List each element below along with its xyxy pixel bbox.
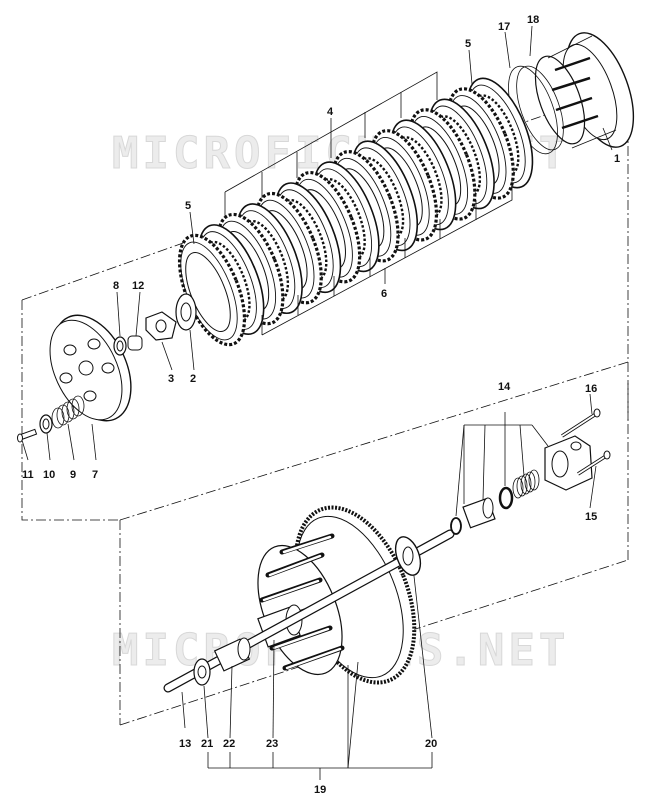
spring-9 <box>51 395 85 429</box>
label-10: 10 <box>43 469 55 481</box>
pressure-plate <box>49 314 132 422</box>
clutch-housing <box>534 32 635 149</box>
clutch-plate-stack <box>177 77 534 347</box>
label-5-upper: 5 <box>465 38 471 50</box>
label-14: 14 <box>498 381 511 393</box>
bolt-15 <box>577 450 611 476</box>
slave-cylinder-body <box>544 435 593 491</box>
label-15: 15 <box>585 511 597 523</box>
part-labels: 1 2 3 4 5 5 6 7 8 9 10 11 12 13 14 15 16… <box>22 14 620 796</box>
label-16: 16 <box>585 383 597 395</box>
washer-21 <box>193 658 211 686</box>
label-18: 18 <box>527 14 539 26</box>
label-1: 1 <box>614 153 620 165</box>
label-13: 13 <box>179 738 191 750</box>
leader-lines <box>21 25 613 780</box>
o-ring-18 <box>516 65 564 151</box>
washer-2 <box>175 293 197 331</box>
bolt-16 <box>561 408 601 438</box>
label-12: 12 <box>132 280 144 292</box>
label-5-lower: 5 <box>185 200 191 212</box>
label-6: 6 <box>381 288 387 300</box>
spring-cup-10 <box>39 414 53 434</box>
label-2: 2 <box>190 373 196 385</box>
label-20: 20 <box>425 738 437 750</box>
clutch-basket-gear <box>257 505 417 685</box>
label-19: 19 <box>314 784 326 796</box>
label-4: 4 <box>327 106 334 118</box>
nut-3 <box>145 311 177 341</box>
label-8: 8 <box>113 280 119 292</box>
washer-20 <box>394 536 422 576</box>
seal-ring <box>450 517 462 535</box>
piston <box>462 497 496 529</box>
piston-seal <box>498 486 514 510</box>
label-23: 23 <box>266 738 278 750</box>
bushing-22 <box>213 637 251 672</box>
label-9: 9 <box>70 469 76 481</box>
label-11: 11 <box>22 469 34 481</box>
label-22: 22 <box>223 738 235 750</box>
piston-spring <box>512 469 540 499</box>
spacer-12 <box>127 335 143 351</box>
label-7: 7 <box>92 469 98 481</box>
screw-11 <box>17 428 38 443</box>
bearing-8 <box>113 336 127 356</box>
plate-bracket-6 <box>261 180 513 336</box>
label-21: 21 <box>201 738 213 750</box>
label-3: 3 <box>168 373 174 385</box>
plate-bracket-4 <box>224 71 438 218</box>
label-17: 17 <box>498 21 510 33</box>
